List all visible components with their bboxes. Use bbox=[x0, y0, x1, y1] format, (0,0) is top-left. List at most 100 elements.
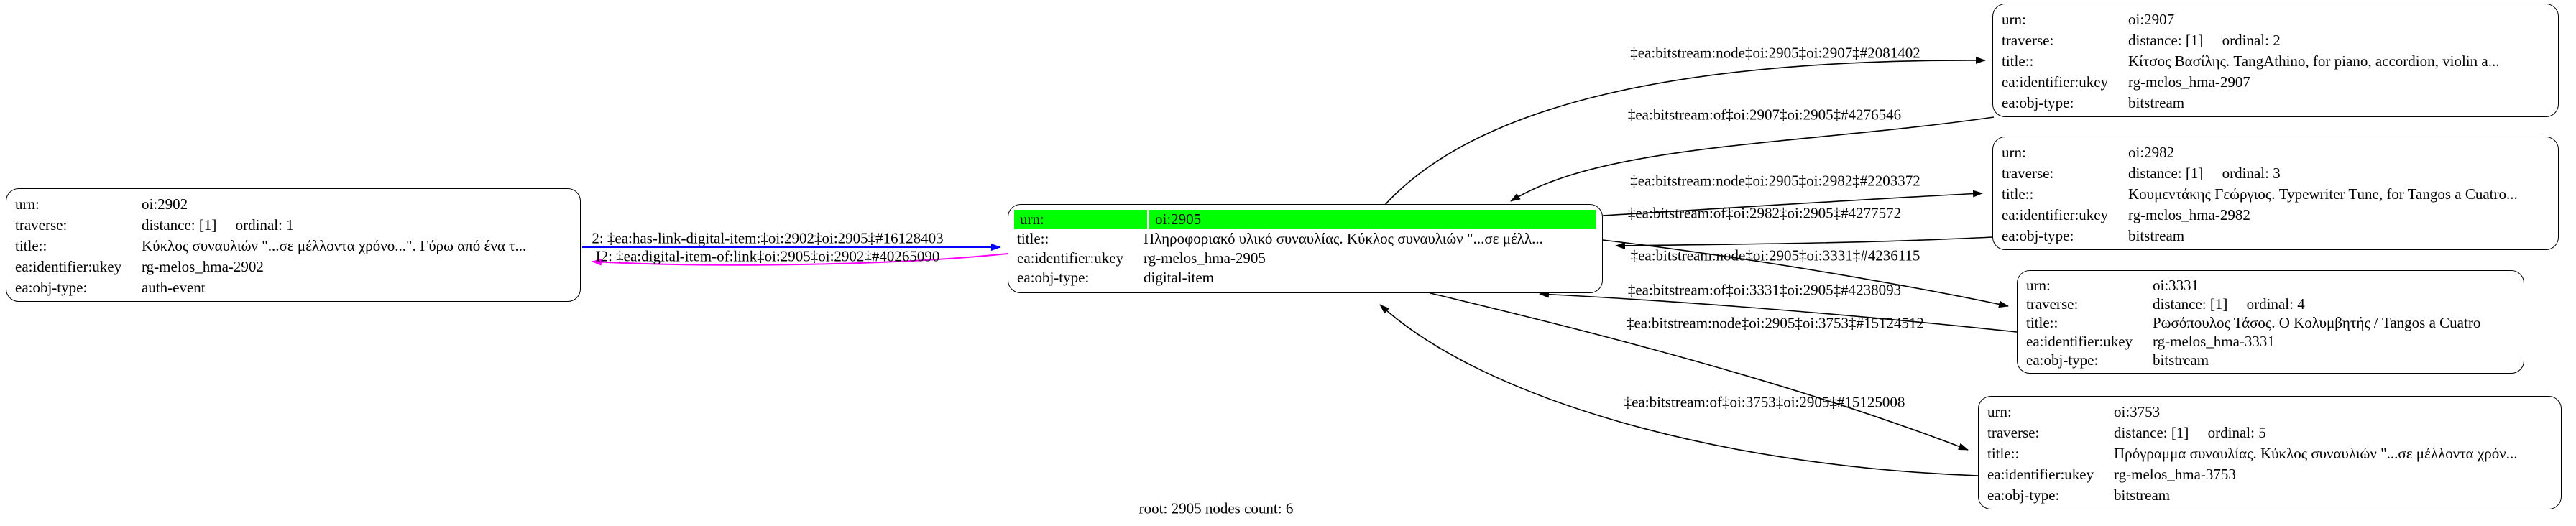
row-key: title:: bbox=[2002, 52, 2034, 70]
row-value: distance: [1] ordinal: 3 bbox=[2128, 165, 2281, 182]
edge-label-bitstream-node-2982: ‡ea:bitstream:node‡oi:2905‡oi:2982‡#2203… bbox=[1630, 172, 1920, 190]
row-value: Πληροφοριακό υλικό συναυλίας. Κύκλος συν… bbox=[1144, 230, 1543, 247]
node-row-traverse: traverse: distance: [1] ordinal: 4 bbox=[2018, 295, 2524, 313]
row-value: oi:3753 bbox=[2114, 403, 2161, 420]
graph-node-oi-2982[interactable]: urn:oi:2982 traverse:distance: [1] ordin… bbox=[1992, 137, 2559, 250]
edge-label-bitstream-of-2907: ‡ea:bitstream:of‡oi:2907‡oi:2905‡#427654… bbox=[1627, 106, 1902, 124]
row-value: rg-melos_hma-2982 bbox=[2128, 206, 2250, 223]
edge-label-bitstream-of-2982: ‡ea:bitstream:of‡oi:2982‡oi:2905‡#427757… bbox=[1627, 204, 1902, 222]
edge-bitstream-of-2982[interactable] bbox=[1615, 236, 1993, 249]
row-value: bitstream bbox=[2128, 94, 2185, 111]
edge-bitstream-node-2907[interactable] bbox=[1384, 56, 1986, 206]
row-value: oi:3331 bbox=[2153, 277, 2199, 294]
row-value: digital-item bbox=[1144, 269, 1214, 286]
node-row-title: title::Ρωσόπουλος Τάσος. Ο Κολυμβητής / … bbox=[2018, 313, 2524, 332]
node-row-urn: urn: oi:2902 bbox=[6, 194, 580, 215]
row-key: title:: bbox=[1017, 230, 1049, 247]
row-value: oi:2902 bbox=[142, 195, 188, 213]
row-value: Πρόγραμμα συναυλίας. Κύκλος συναυλιών ".… bbox=[2114, 445, 2518, 462]
edge-bitstream-node-2982[interactable] bbox=[1602, 190, 1983, 216]
row-value: Ρωσόπουλος Τάσος. Ο Κολυμβητής / Tangos … bbox=[2153, 314, 2481, 331]
row-value: Κίτσος Βασίλης. TangAthino, for piano, a… bbox=[2128, 52, 2500, 70]
edge-digital-item-of-link[interactable] bbox=[592, 253, 1008, 266]
graph-node-oi-2905-root[interactable]: urn:oi:2905 title::Πληροφοριακό υλικό συ… bbox=[1008, 204, 1603, 293]
row-key: ea:identifier:ukey bbox=[1017, 249, 1124, 267]
row-key: urn: bbox=[1014, 210, 1147, 229]
row-key: urn: bbox=[15, 195, 40, 213]
node-row-objtype: ea:obj-type: auth-event bbox=[6, 277, 580, 298]
row-value: rg-melos_hma-3753 bbox=[2114, 466, 2236, 483]
edge-label-bitstream-of-3753: ‡ea:bitstream:of‡oi:3753‡oi:2905‡#151250… bbox=[1624, 393, 1905, 411]
row-key: urn: bbox=[2026, 277, 2051, 294]
node-row-traverse: traverse:distance: [1] ordinal: 3 bbox=[1993, 163, 2558, 184]
node-row-objtype: ea:obj-type: digital-item bbox=[1008, 268, 1602, 287]
node-row-title: title::Πληροφοριακό υλικό συναυλίας. Κύκ… bbox=[1008, 229, 1602, 249]
node-row-traverse: traverse:distance: [1] ordinal: 1 bbox=[6, 215, 580, 236]
row-key: urn: bbox=[2002, 11, 2026, 28]
row-value: auth-event bbox=[142, 279, 206, 296]
graph-root-caption: root: 2905 nodes count: 6 bbox=[1138, 499, 1294, 517]
row-value: bitstream bbox=[2114, 486, 2171, 504]
row-value: distance: [1] ordinal: 2 bbox=[2128, 32, 2281, 49]
edge-bitstream-of-3753[interactable] bbox=[1379, 304, 1979, 476]
graph-node-oi-3753[interactable]: urn: oi:3753 traverse:distance: [1] ordin… bbox=[1978, 396, 2562, 509]
row-key: ea:obj-type: bbox=[1987, 486, 2060, 504]
row-key: ea:obj-type: bbox=[2026, 351, 2099, 369]
node-row-title: title::Κουμεντάκης Γεώργιος. Typewriter … bbox=[1993, 184, 2558, 205]
node-row-urn: urn:oi:2982 bbox=[1993, 142, 2558, 163]
row-key: ea:obj-type: bbox=[15, 279, 88, 296]
edge-label-bitstream-of-3331: ‡ea:bitstream:of‡oi:3331‡oi:2905‡#423809… bbox=[1627, 281, 1902, 299]
node-row-urn: urn: oi:3331 bbox=[2018, 276, 2524, 295]
edge-label-has-link-digital-item: 2: ‡ea:has-link-digital-item:‡oi:2902‡oi… bbox=[592, 229, 944, 247]
row-key: ea:identifier:ukey bbox=[1987, 466, 2094, 483]
row-value: distance: [1] ordinal: 4 bbox=[2153, 295, 2305, 313]
edge-label-bitstream-node-2907: ‡ea:bitstream:node‡oi:2905‡oi:2907‡#2081… bbox=[1630, 44, 1920, 62]
row-value: Κύκλος συναυλιών "...σε μέλλοντα χρόνο..… bbox=[142, 237, 527, 254]
edge-bitstream-of-3331[interactable] bbox=[1539, 290, 2018, 333]
row-value: bitstream bbox=[2128, 227, 2185, 244]
node-row-objtype: ea:obj-type: bitstream bbox=[1979, 485, 2561, 506]
node-row-urn-highlighted: urn:oi:2905 bbox=[1008, 210, 1602, 229]
edge-label-bitstream-node-3331: ‡ea:bitstream:node‡oi:2905‡oi:3331‡#4236… bbox=[1630, 246, 1920, 264]
node-row-title: title::Κίτσος Βασίλης. TangAthino, for p… bbox=[1993, 51, 2558, 72]
node-row-urn: urn:oi:2907 bbox=[1993, 9, 2558, 30]
edge-bitstream-of-2907[interactable] bbox=[1510, 116, 1995, 202]
row-key: title:: bbox=[1987, 445, 2020, 462]
row-key: title:: bbox=[2026, 314, 2058, 331]
node-row-urn: urn: oi:3753 bbox=[1979, 402, 2561, 423]
row-value: rg-melos_hma-2907 bbox=[2128, 73, 2250, 91]
node-row-title: title::Κύκλος συναυλιών "...σε μέλλοντα … bbox=[6, 236, 580, 257]
row-key: traverse: bbox=[2002, 32, 2054, 49]
edge-label-bitstream-node-3753: ‡ea:bitstream:node‡oi:2905‡oi:3753‡#1512… bbox=[1626, 314, 1925, 332]
edge-bitstream-node-3753[interactable] bbox=[1430, 292, 1969, 451]
row-key: traverse: bbox=[1987, 424, 2040, 441]
row-value: rg-melos_hma-2902 bbox=[142, 258, 264, 275]
graph-node-oi-3331[interactable]: urn: oi:3331 traverse: distance: [1] ordin… bbox=[2017, 270, 2524, 374]
row-key: ea:obj-type: bbox=[1017, 269, 1090, 286]
node-row-traverse: traverse: distance: [1] ordinal: 2 bbox=[1993, 30, 2558, 51]
row-key: ea:identifier:ukey bbox=[2026, 333, 2133, 350]
row-key: traverse: bbox=[15, 216, 68, 234]
row-key: ea:obj-type: bbox=[2002, 227, 2074, 244]
row-value: oi:2982 bbox=[2128, 144, 2175, 161]
row-value: oi:2905 bbox=[1149, 210, 1596, 229]
row-value: rg-melos_hma-2905 bbox=[1144, 249, 1266, 267]
node-row-objtype: ea:obj-type:bitstream bbox=[1993, 93, 2558, 114]
row-key: traverse: bbox=[2026, 295, 2079, 313]
row-value: Κουμεντάκης Γεώργιος. Typewriter Tune, f… bbox=[2128, 185, 2518, 203]
graph-node-oi-2902[interactable]: urn: oi:2902 traverse:distance: [1] ordin… bbox=[6, 188, 581, 302]
node-row-identifier: ea:identifier:ukey rg-melos_hma-2905 bbox=[1008, 249, 1602, 268]
node-row-identifier: ea:identifier:ukey rg-melos_hma-3753 bbox=[1979, 464, 2561, 485]
node-row-objtype: ea:obj-type:bitstream bbox=[2018, 351, 2524, 369]
edge-bitstream-node-3331[interactable] bbox=[1602, 239, 2009, 308]
graph-node-oi-2907[interactable]: urn:oi:2907 traverse: distance: [1] ordin… bbox=[1992, 4, 2559, 117]
row-key: urn: bbox=[1987, 403, 2012, 420]
node-row-title: title::Πρόγραμμα συναυλίας. Κύκλος συναυ… bbox=[1979, 443, 2561, 464]
node-row-traverse: traverse:distance: [1] ordinal: 5 bbox=[1979, 423, 2561, 443]
